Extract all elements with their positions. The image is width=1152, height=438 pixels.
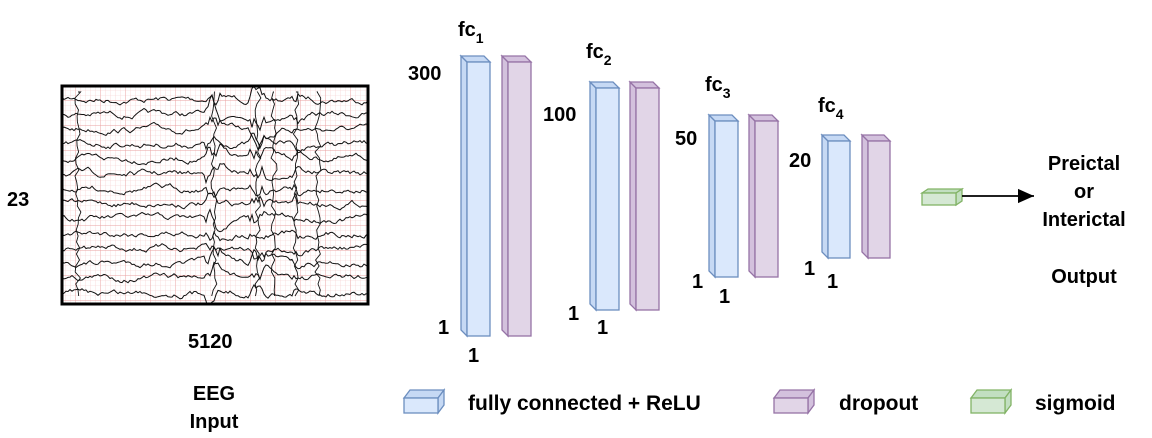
legend-item-dropout: dropout: [772, 388, 918, 415]
input-caption-line2: Input: [190, 411, 239, 433]
eeg-trace-line: [62, 208, 368, 233]
eeg-spike-line: [74, 91, 82, 297]
layer-fc3: fc3 50 1 1: [675, 74, 780, 308]
eeg-trace-line: [62, 163, 368, 185]
fc-relu-swatch-icon: [402, 388, 446, 415]
layer-size-left: 1: [692, 271, 703, 293]
legend-label: dropout: [839, 392, 918, 415]
eeg-spike-line: [254, 91, 262, 297]
layer-size-bottom: 1: [719, 286, 730, 308]
layer-fc2: fc2 100 1 1: [543, 41, 661, 339]
input-caption-line1: EEG: [193, 383, 235, 405]
layer-title: fc4: [818, 95, 844, 122]
fc-relu-block: [588, 80, 621, 312]
eeg-traces: [62, 86, 368, 304]
layer-size-left: 1: [438, 317, 449, 339]
eeg-spike-line: [210, 91, 218, 297]
legend-item-fc-relu: fully connected + ReLU: [402, 388, 701, 415]
input-width-label: 5120: [188, 331, 233, 353]
layer-size-bottom: 1: [597, 317, 608, 339]
layer-size-bottom: 1: [827, 271, 838, 293]
layer-size-top: 100: [543, 104, 576, 126]
layer-fc1: fc1 300 1 1: [408, 19, 533, 367]
legend-label: sigmoid: [1035, 392, 1116, 415]
output-line2: or: [1074, 181, 1094, 203]
eeg-trace-line: [62, 143, 368, 166]
fc-relu-block: [707, 113, 740, 279]
fc-relu-block: [820, 133, 852, 260]
eeg-spike-line: [292, 91, 300, 297]
eeg-spike-line: [270, 91, 278, 297]
output-line1: Preictal: [1048, 153, 1120, 175]
layer-title: fc3: [705, 74, 731, 101]
layer-size-top: 20: [789, 150, 811, 172]
eeg-trace-line: [62, 93, 368, 132]
layer-title: fc2: [586, 41, 612, 68]
eeg-spike-line: [314, 91, 322, 297]
legend-item-sigmoid: sigmoid: [969, 388, 1116, 415]
layer-size-top: 50: [675, 128, 697, 150]
eeg-trace-line: [62, 86, 368, 106]
layer-size-left: 1: [804, 258, 815, 280]
dropout-block: [860, 133, 892, 260]
layer-size-bottom: 1: [468, 345, 479, 367]
dropout-block: [500, 54, 533, 338]
sigmoid-swatch-icon: [969, 388, 1013, 415]
output-line3: Interictal: [1042, 209, 1125, 231]
output-label: Output: [1051, 266, 1117, 288]
layer-size-left: 1: [568, 303, 579, 325]
layer-size-top: 300: [408, 63, 441, 85]
eeg-trace-line: [62, 283, 368, 304]
dropout-swatch-icon: [772, 388, 816, 415]
input-height-label: 23: [7, 189, 29, 211]
layer-fc4: fc4 20 1 1: [789, 95, 892, 293]
fc-relu-block: [459, 54, 492, 338]
sigmoid-block: [919, 187, 965, 207]
dropout-block: [747, 113, 780, 279]
dropout-block: [628, 80, 661, 312]
legend: fully connected + ReLU dropout sigmoid: [402, 388, 1116, 415]
layer-title: fc1: [458, 19, 484, 46]
eeg-trace-line: [62, 229, 368, 242]
eeg-trace-line: [62, 132, 368, 154]
legend-label: fully connected + ReLU: [468, 392, 701, 415]
eeg-input-image: [60, 84, 370, 306]
eeg-trace-line: [62, 115, 368, 152]
